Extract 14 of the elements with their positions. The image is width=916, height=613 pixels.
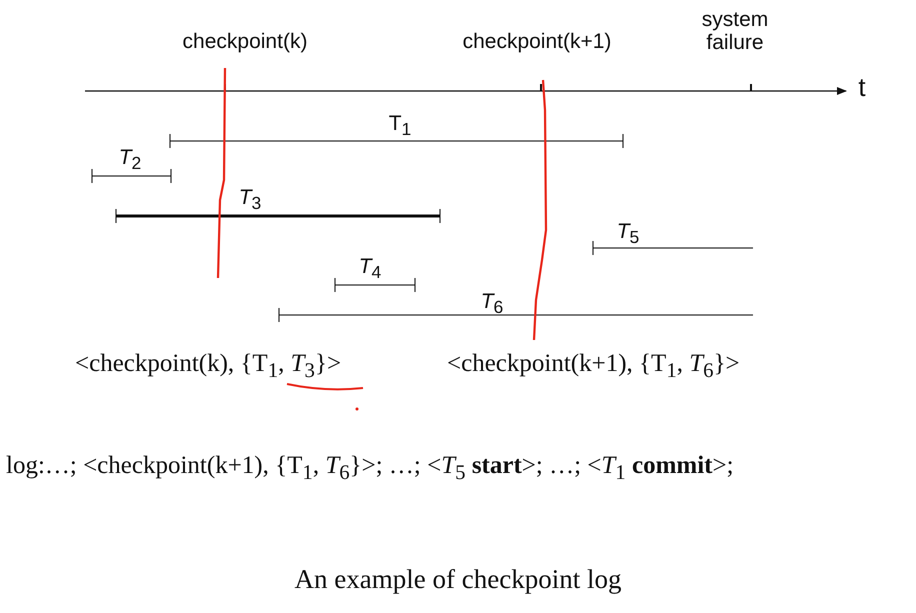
transaction-label: T$_{4}$ (358, 255, 382, 282)
transaction-label: T$_{5}$ (616, 220, 640, 248)
axis-label: t (858, 73, 866, 102)
transaction-label: T$_{3}$ (238, 186, 262, 214)
caption: An example of checkpoint log (294, 565, 622, 595)
checkpoint-record: <checkpoint(k+1), {T$_{1}$, T$_{6}$}> (447, 350, 740, 382)
transaction-label: T$_{6}$ (480, 290, 504, 318)
transaction-label: T$_{2}$ (118, 146, 142, 174)
failure-label: system failure (700, 8, 770, 54)
checkpoint-record: <checkpoint(k), {T$_{1}$, T$_{3}$}> (75, 350, 342, 382)
transaction-label: T$_{1}$ (388, 112, 412, 140)
log-record: log:…; <checkpoint(k+1), {T$_{1}$, T$_{6}$}>; …; <T$_{5}$ start>; …; <T$_{1}$ commit>; (6, 452, 734, 484)
checkpoint-label: checkpoint(k+1) (462, 30, 612, 54)
checkpoint-label: checkpoint(k) (182, 30, 308, 54)
